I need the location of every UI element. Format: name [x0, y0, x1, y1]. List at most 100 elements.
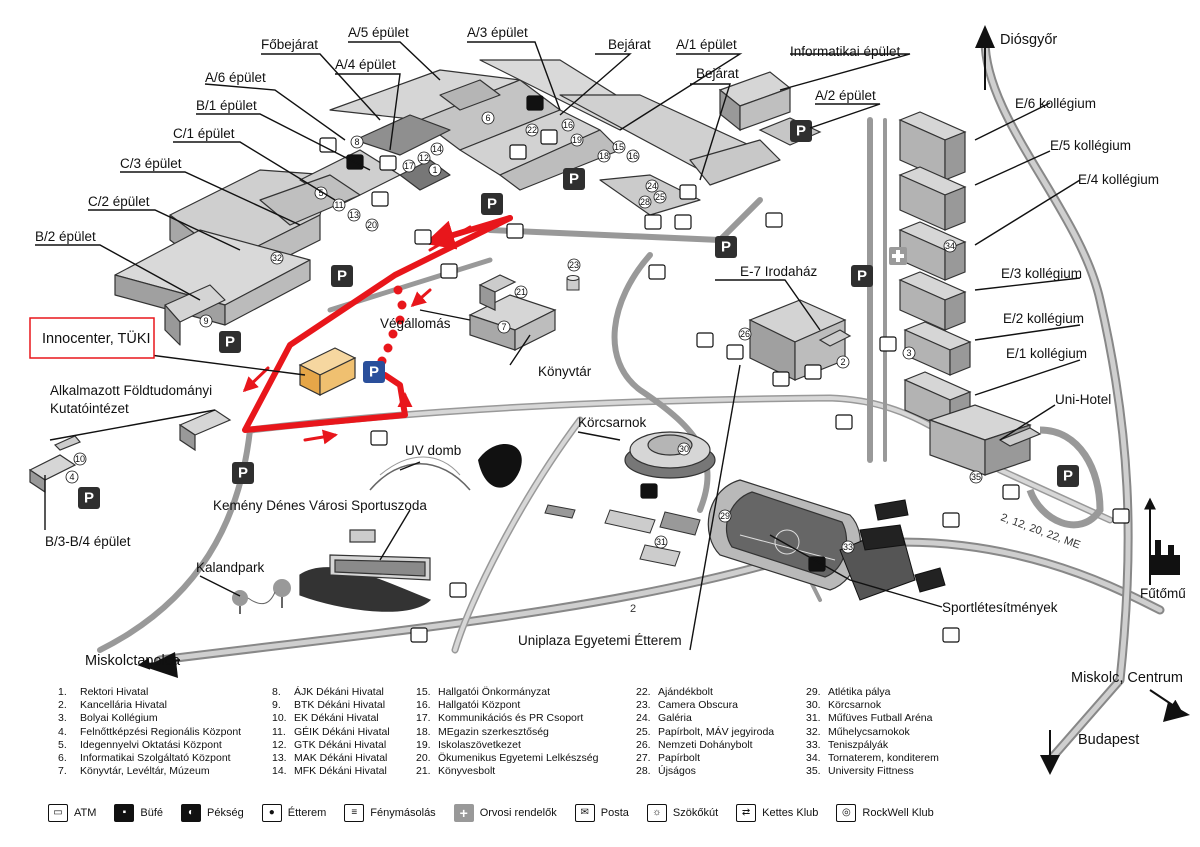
svg-text:29: 29 [720, 511, 730, 521]
etterem-icon: ● [261, 804, 282, 822]
label-fobejarat: Főbejárat [261, 37, 318, 52]
svg-text:30: 30 [679, 444, 689, 454]
legend-item: 34.Tornaterem, konditerem [806, 752, 986, 765]
legend-item-label: Újságos [658, 765, 696, 778]
svg-text:22: 22 [527, 125, 537, 135]
label-miskolctapolca: Miskolctapolca [85, 653, 181, 669]
svg-text:10: 10 [75, 454, 85, 464]
legend-item-label: Rektori Hivatal [80, 686, 149, 698]
bus-lines-label: 2, 12, 20, 22, ME [999, 512, 1082, 552]
label-uniplaza: Uniplaza Egyetemi Étterem [518, 633, 682, 648]
legend-bufe: ▪Büfé [114, 804, 163, 822]
legend-item-number: 9. [272, 699, 281, 712]
legend-item-label: GÉIK Dékáni Hivatal [294, 725, 390, 738]
svg-text:P: P [84, 490, 94, 507]
legend-item-number: 25. [636, 725, 651, 738]
bus-stop-icon [942, 512, 960, 528]
legend-item-number: 6. [58, 752, 67, 765]
svg-text:4: 4 [69, 472, 74, 482]
legend-item-label: Atlétika pálya [828, 686, 891, 698]
label-vegallomas: Végállomás [380, 316, 451, 331]
football-fields [544, 504, 701, 567]
svg-text:12: 12 [419, 153, 429, 163]
svg-text:24: 24 [647, 181, 657, 191]
konyvtar-building [468, 274, 557, 351]
legend-kettes-klub: ⇄Kettes Klub [736, 804, 818, 822]
legend-item: 31. Műfüves Futball Aréna [806, 712, 986, 725]
etterem-icon [644, 214, 662, 230]
bus-stop-icon [835, 414, 853, 430]
icon-legend: ▭ATM ▪Büfé ◐Pékség ●Étterem ≡Fénymásolás… [48, 800, 952, 826]
orvosi-icon: + [453, 804, 474, 822]
fenymasolas-icon: ≡ [344, 804, 365, 822]
legend-item-number: 5. [58, 738, 67, 751]
svg-text:P: P [225, 334, 235, 351]
legend-item-number: 17. [416, 712, 431, 725]
legend-item-label: Galéria [658, 712, 692, 725]
legend-item-number: 35. [806, 765, 821, 778]
label-a4: A/4 épület [335, 57, 396, 72]
svg-text:28: 28 [640, 197, 650, 207]
bus-stop-icon [370, 430, 388, 446]
legend-item-label: Műfüves Futball Aréna [828, 712, 933, 725]
tennis-courts [839, 499, 946, 601]
orvosi-icon [889, 247, 907, 265]
svg-text:35: 35 [971, 472, 981, 482]
label-e1: E/1 kollégium [1006, 346, 1087, 361]
legend-item-label: Felnőttképzési Regionális Központ [80, 725, 242, 738]
legend-item-number: 16. [416, 699, 431, 712]
legend-item: 17. Kommunikációs és PR Csoport [416, 712, 626, 725]
legend-item-number: 24. [636, 712, 651, 725]
pekseg-icon: ◐ [181, 804, 202, 822]
leader-lines [30, 41, 1081, 651]
legend-item-number: 32. [806, 725, 821, 738]
legend-item-label: Kommunikációs és PR Csoport [438, 712, 584, 725]
atm-icon [804, 364, 822, 380]
legend-item-number: 23. [636, 699, 651, 712]
legend-item-number: 34. [806, 752, 821, 765]
parking-sign: P [1057, 465, 1079, 487]
sportuszoda-building [299, 529, 432, 612]
legend-item: 13.MAK Dékáni Hivatal [272, 752, 422, 765]
legend-item-label: Könyvesbolt [438, 765, 496, 778]
hotel-loop-road [1026, 426, 1104, 529]
e4-kollegium-building [898, 221, 967, 281]
svg-text:5: 5 [318, 188, 323, 198]
kettes-klub-icon: ⇄ [736, 804, 757, 822]
legend-item-number: 31. [806, 712, 821, 725]
legend-item: 35.University Fittness [806, 765, 986, 778]
label-uvdomb: UV domb [405, 443, 461, 458]
legend-item: 22.Ajándékbolt [636, 686, 806, 699]
label-e2: E/2 kollégium [1003, 311, 1084, 326]
svg-text:1: 1 [432, 165, 437, 175]
red-route [242, 215, 513, 445]
svg-text:21: 21 [516, 287, 526, 297]
atm-icon [509, 144, 527, 160]
legend-item-number: 11. [272, 725, 286, 738]
label-a6: A/6 épület [205, 70, 266, 85]
atm-icon [674, 214, 692, 230]
inner-road-6 [487, 197, 763, 243]
legend-item-label: Iskolaszövetkezet [438, 738, 521, 751]
legend-fenymasolas: ≡Fénymásolás [344, 804, 436, 822]
legend-szokokut: ☼Szökőkút [646, 804, 718, 822]
legend-item-number: 21. [416, 765, 431, 778]
legend-item-label: Papírbolt, MÁV jegyiroda [658, 725, 775, 738]
label-konyvtar: Könyvtár [538, 364, 592, 379]
legend-item-number: 28. [636, 765, 651, 778]
etterem-icon [1002, 484, 1020, 500]
legend-item: 14.MFK Dékáni Hivatal [272, 765, 422, 778]
legend-item-label: Körcsarnok [828, 699, 882, 712]
label-sportletesitmenyek: Sportlétesítmények [942, 600, 1058, 615]
legend-item: 5.Idegennyelvi Oktatási Központ [58, 739, 278, 752]
legend-item: 9.BTK Dékáni Hivatal [272, 699, 422, 712]
label-budapest: Budapest [1078, 732, 1139, 748]
svg-text:16: 16 [563, 120, 573, 130]
bus-stop-icon [440, 263, 458, 279]
etterem-icon [726, 344, 744, 360]
svg-text:3: 3 [906, 348, 911, 358]
legend-item: 16.Hallgatói Központ [416, 699, 626, 712]
